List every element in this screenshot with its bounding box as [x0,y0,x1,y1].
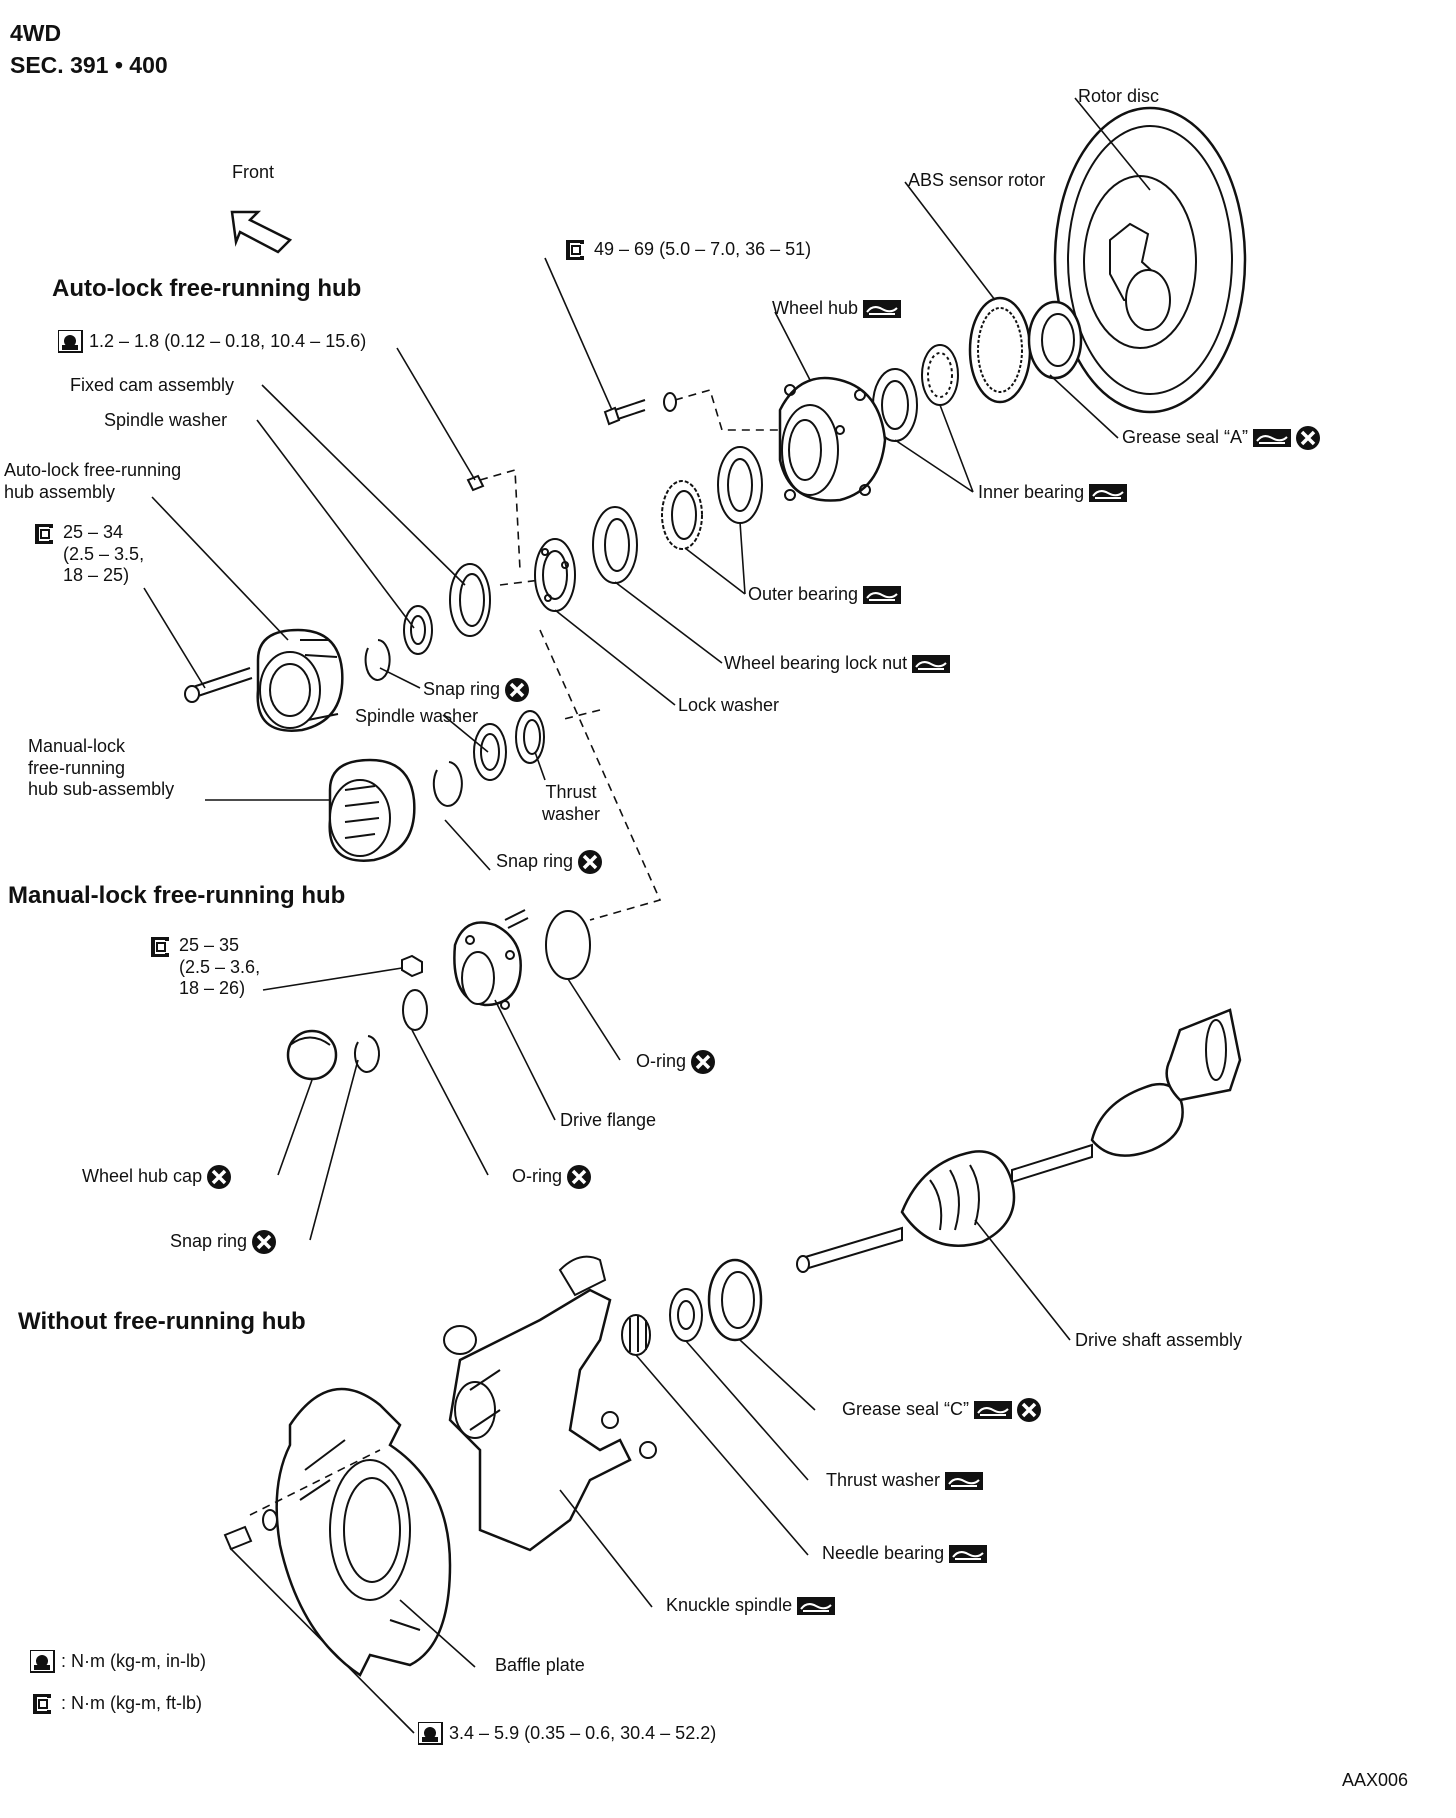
baffle-plate-part [275,1387,452,1677]
section-manual-lock: Manual-lock free-running hub [8,882,346,909]
label-thrust-washer-1: Thrust washer [542,782,601,824]
label-text: Wheel bearing lock nut [724,653,908,673]
replace-part-icon [1296,426,1321,450]
figure-code: AAX006 [1342,1770,1409,1790]
header-line-2: SEC. 391 • 400 [10,52,168,78]
torque-value: 25 – 34 (2.5 – 3.5, 18 – 25) [63,522,145,586]
label-fixed-cam-assembly: Fixed cam assembly [70,375,235,395]
label-knuckle-spindle: Knuckle spindle [666,1595,836,1617]
label-text: Snap ring [423,678,501,699]
torque-value: 3.4 – 5.9 (0.35 – 0.6, 30.4 – 52.2) [449,1722,717,1743]
label-spindle-washer-1: Spindle washer [104,410,228,430]
label-snap-ring-3: Snap ring [170,1230,277,1254]
grease-icon [945,1472,984,1491]
label-text: Grease seal “C” [842,1398,970,1419]
section-auto-lock: Auto-lock free-running hub [52,275,362,302]
replace-part-icon [207,1165,232,1189]
label-text: Snap ring [170,1230,248,1251]
replace-part-icon [1017,1398,1042,1422]
replace-part-icon [567,1165,592,1189]
label-text: O-ring [636,1050,687,1071]
torque-ftlb-icon [32,1693,52,1715]
label-snap-ring-2: Snap ring [496,850,603,874]
legend-text: : N·m (kg-m, in-lb) [61,1650,207,1671]
label-text: Wheel hub [772,298,859,318]
torque-value: 25 – 35 (2.5 – 3.6, 18 – 26) [179,935,261,999]
grease-icon [797,1597,836,1616]
label-text: Outer bearing [748,584,859,604]
label-abs-sensor-rotor: ABS sensor rotor [908,170,1046,190]
label-drive-flange: Drive flange [560,1110,657,1130]
torque-inlb-icon [418,1722,443,1745]
label-text: Grease seal “A” [1122,426,1249,447]
label-auto-hub-assembly: Auto-lock free-running hub assembly [4,460,182,502]
grease-icon [1089,484,1128,503]
label-rotor-disc: Rotor disc [1078,86,1160,106]
section-without-hub: Without free-running hub [18,1308,306,1335]
label-spindle-washer-2: Spindle washer [355,706,479,726]
grease-icon [949,1545,988,1564]
front-label: Front [232,162,275,182]
manual-hub-part [328,758,416,862]
label-lock-washer: Lock washer [678,695,780,715]
label-text: Thrust washer [826,1470,941,1490]
label-thrust-washer-2: Thrust washer [826,1470,984,1492]
torque-spec-drive-flange: 25 – 35 (2.5 – 3.6, 18 – 26) [148,935,260,1000]
replace-part-icon [505,678,530,702]
grease-icon [863,300,902,319]
torque-ftlb-icon [150,936,170,958]
label-drive-shaft-assembly: Drive shaft assembly [1075,1330,1243,1350]
drive-flange-part [453,909,529,1010]
torque-spec-hub-bolt: 49 – 69 (5.0 – 7.0, 36 – 51) [563,238,811,262]
label-text: O-ring [512,1165,563,1186]
label-inner-bearing: Inner bearing [978,482,1128,504]
label-grease-seal-c: Grease seal “C” [842,1398,1042,1422]
label-baffle-plate: Baffle plate [495,1655,585,1675]
label-text: Inner bearing [978,482,1085,502]
torque-ftlb-icon [34,523,54,545]
torque-spec-hub-screw: 1.2 – 1.8 (0.12 – 0.18, 10.4 – 15.6) [58,330,366,354]
replace-part-icon [691,1050,716,1074]
torque-spec-baffle-bolt: 3.4 – 5.9 (0.35 – 0.6, 30.4 – 52.2) [418,1722,716,1746]
label-wheel-hub-cap: Wheel hub cap [82,1165,232,1189]
label-outer-bearing: Outer bearing [748,584,902,606]
torque-spec-auto-hub: 25 – 34 (2.5 – 3.5, 18 – 25) [32,522,144,587]
label-text: Knuckle spindle [666,1595,793,1615]
label-text: Needle bearing [822,1543,945,1563]
label-o-ring-2: O-ring [512,1165,592,1189]
label-grease-seal-a: Grease seal “A” [1122,426,1321,450]
rotor-disc-part [1053,106,1247,414]
drive-shaft-part [796,1008,1242,1273]
legend-ftlb: : N·m (kg-m, ft-lb) [30,1692,202,1716]
torque-value: 49 – 69 (5.0 – 7.0, 36 – 51) [594,238,812,259]
replace-part-icon [578,850,603,874]
label-needle-bearing: Needle bearing [822,1543,988,1565]
grease-icon [912,655,951,674]
torque-ftlb-icon [565,239,585,261]
header-line-1: 4WD [10,20,62,46]
torque-inlb-icon [58,330,83,353]
knuckle-spindle-part [443,1255,657,1552]
label-wheel-hub: Wheel hub [772,298,902,320]
label-snap-ring-1: Snap ring [423,678,530,702]
label-text: Wheel hub cap [82,1165,203,1186]
legend-text: : N·m (kg-m, ft-lb) [61,1692,203,1713]
torque-value: 1.2 – 1.8 (0.12 – 0.18, 10.4 – 15.6) [89,330,367,351]
label-text: Snap ring [496,850,574,871]
label-o-ring-1: O-ring [636,1050,716,1074]
torque-inlb-icon [30,1650,55,1673]
replace-part-icon [252,1230,277,1254]
grease-icon [863,586,902,605]
label-wheel-bearing-lock-nut: Wheel bearing lock nut [724,653,951,675]
legend-inlb: : N·m (kg-m, in-lb) [30,1650,206,1674]
wheel-hub-part [778,376,887,502]
grease-icon [974,1401,1013,1419]
auto-hub-part [256,628,344,732]
label-manual-hub-sub-assembly: Manual-lock free-running hub sub-assembl… [28,736,175,800]
grease-icon [1253,429,1292,447]
